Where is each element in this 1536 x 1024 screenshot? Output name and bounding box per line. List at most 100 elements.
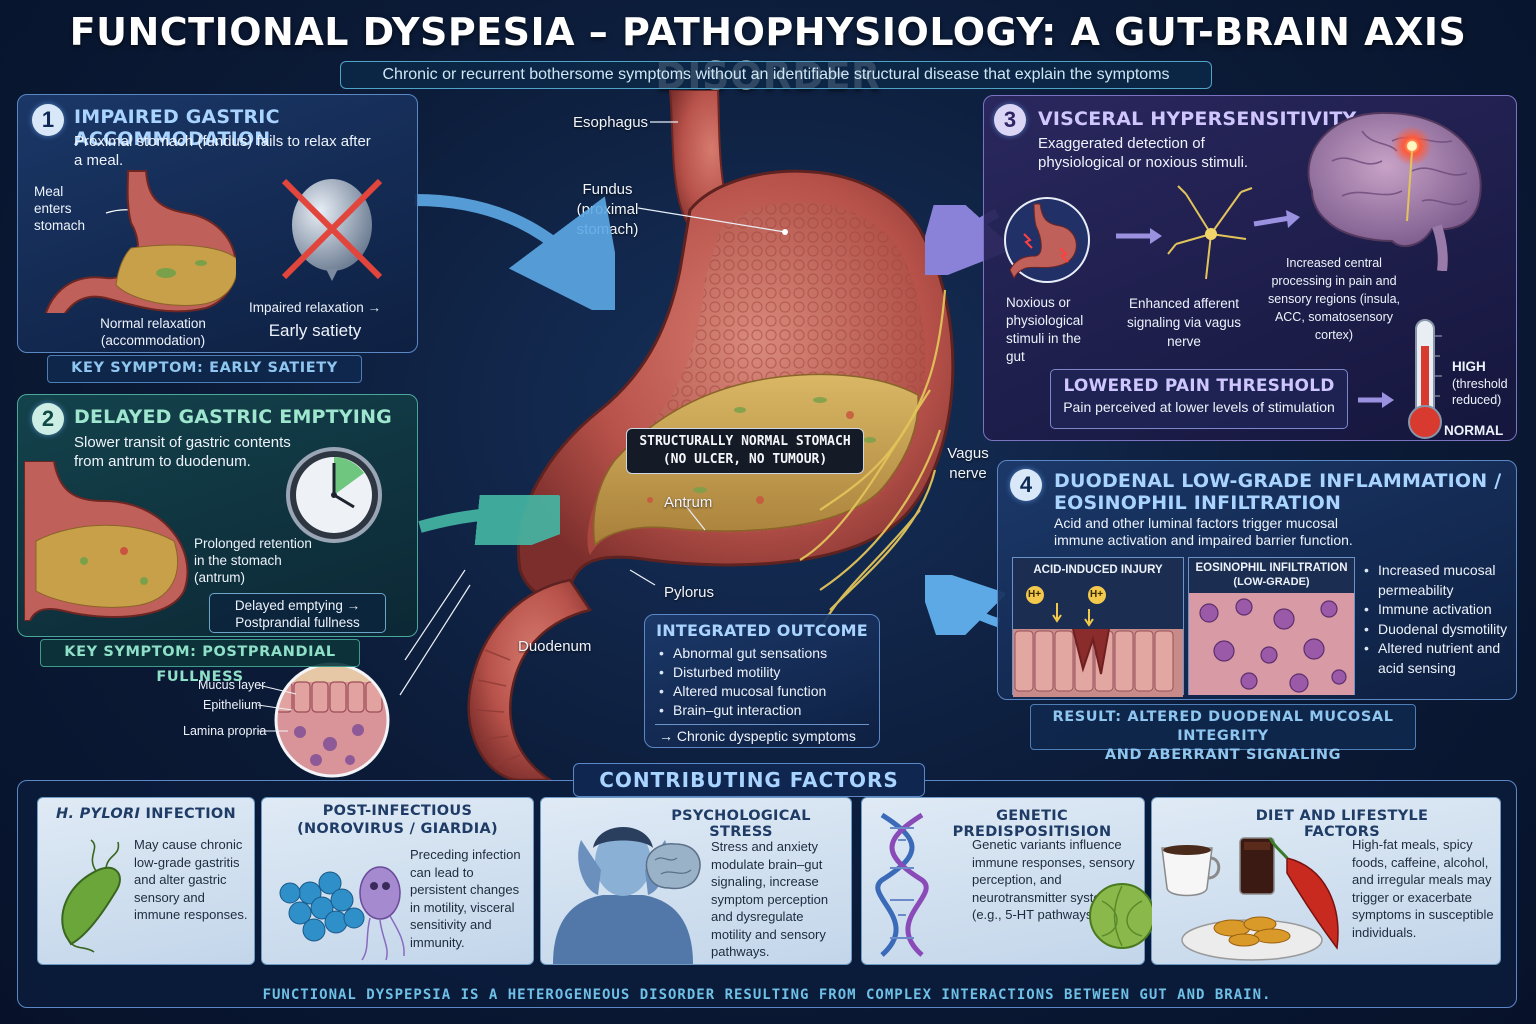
arrow-panel4-to-stomach xyxy=(925,575,1005,635)
factor-title: H. PYLORI INFECTION xyxy=(56,806,236,822)
vagus-nerve xyxy=(799,289,947,631)
h-ion-label: H+ xyxy=(1090,589,1104,600)
bacterium-icon xyxy=(61,839,121,953)
panel-description: Proximal stomach (fundus) fails to relax… xyxy=(74,133,371,169)
brain-icon xyxy=(645,843,701,890)
list-item: Increased mucosal permeability xyxy=(1364,561,1514,600)
contributing-factors-heading: CONTRIBUTING FACTORS xyxy=(573,763,925,797)
prolonged-retention-label: Prolonged retention in the stomach (antr… xyxy=(194,536,312,585)
vagus-nerve-label: Vagus nerve xyxy=(947,445,989,482)
panel-number: 2 xyxy=(32,403,64,435)
emptying-stomach-icon xyxy=(24,461,189,621)
delayed-emptying-box: Delayed emptying → Postprandial fullness xyxy=(209,593,386,633)
esophagus-label: Esophagus xyxy=(573,114,649,131)
eosinophil-title: EOSINOPHIL INFILTRATION xyxy=(1195,562,1348,574)
threshold-title: LOWERED PAIN THRESHOLD xyxy=(1063,376,1335,396)
panel-number: 1 xyxy=(32,104,64,136)
deflated-balloon-crossed-icon xyxy=(281,178,383,281)
factor-title: GENETIC PREDISPOSITISION xyxy=(952,808,1112,840)
factor-h-pylori: H. PYLORI INFECTION May cause chronic lo… xyxy=(37,797,255,965)
integrated-outcome-panel: INTEGRATED OUTCOME Abnormal gut sensatio… xyxy=(644,614,880,748)
arrow-stimuli-to-neuron xyxy=(1116,228,1162,244)
panel-delayed-emptying: 2 DELAYED GASTRIC EMPTYING Slower transi… xyxy=(17,394,418,637)
stimuli-label: Noxious or physiological stimuli in the … xyxy=(1006,295,1084,364)
duodenal-effects-list: Increased mucosal permeability Immune ac… xyxy=(1364,561,1514,678)
panel-title: DELAYED GASTRIC EMPTYING xyxy=(74,406,392,428)
panel-number: 3 xyxy=(994,104,1026,136)
panel-number: 4 xyxy=(1010,469,1042,501)
epithelium-label: Epithelium xyxy=(203,698,262,712)
factor-title: PSYCHOLOGICAL STRESS xyxy=(671,808,811,840)
factor-title-line1: POST-INFECTIOUS xyxy=(322,803,473,819)
factor-psychological-stress: PSYCHOLOGICAL STRESS Stress and anxiety … xyxy=(540,797,852,965)
acid-injury-illustration xyxy=(1013,586,1183,697)
list-item: Altered mucosal function xyxy=(659,682,879,701)
mucosa-label-lines xyxy=(258,684,297,732)
factor-post-infectious: POST-INFECTIOUS (NOROVIRUS / GIARDIA) Pr… xyxy=(261,797,534,965)
subtitle: Chronic or recurrent bothersome symptoms… xyxy=(340,61,1212,89)
key-symptom-early-satiety: KEY SYMPTOM: EARLY SATIETY xyxy=(47,355,362,383)
panel-title: VISCERAL HYPERSENSITIVITY xyxy=(1038,108,1357,130)
thermometer-icon xyxy=(1408,319,1442,439)
factor-text: May cause chronic low-grade gastritis an… xyxy=(134,837,248,922)
antrum-label: Antrum xyxy=(664,494,713,511)
eosinophil-tile: EOSINOPHIL INFILTRATION (LOW-GRADE) xyxy=(1188,557,1355,695)
factor-genetic: GENETIC PREDISPOSITISION Genetic variant… xyxy=(861,797,1145,965)
normal-stomach-icon xyxy=(44,170,236,313)
key-symptom-postprandial-fullness: KEY SYMPTOM: POSTPRANDIAL FULLNESS xyxy=(40,639,360,685)
structurally-normal-callout: STRUCTURALLY NORMAL STOMACH (NO ULCER, N… xyxy=(626,428,864,474)
magnifier-leader-lines xyxy=(399,569,471,696)
factor-title: DIET AND LIFESTYLE FACTORS xyxy=(1255,808,1429,840)
dna-icon xyxy=(875,812,929,957)
list-item: Altered nutrient and acid sensing xyxy=(1364,639,1514,678)
h-ion-label: H+ xyxy=(1028,589,1042,600)
eosinophil-illustration xyxy=(1189,593,1354,695)
list-item: Duodenal dysmotility xyxy=(1364,620,1514,640)
impaired-relaxation-label: Impaired relaxation → xyxy=(248,300,382,315)
arrow-neuron-to-brain xyxy=(1253,210,1300,228)
arrow-to-thermometer xyxy=(1358,392,1394,408)
arrow-panel2-to-stomach xyxy=(418,495,560,545)
duodenum-label: Duodenum xyxy=(518,638,592,655)
central-processing-label: Increased central processing in pain and… xyxy=(1267,256,1400,342)
normal-label: NORMAL xyxy=(1444,423,1504,438)
neuron-icon xyxy=(1167,185,1253,280)
clock-icon xyxy=(286,447,382,543)
duodenum-tube xyxy=(467,578,593,780)
high-sub-label: (threshold reduced) xyxy=(1452,377,1508,407)
factor-text: Stress and anxiety modulate brain–gut si… xyxy=(711,839,829,959)
integrated-outcome-list: Abnormal gut sensations Disturbed motili… xyxy=(659,644,879,720)
list-item: Disturbed motility xyxy=(659,663,879,682)
factor-diet-lifestyle: DIET AND LIFESTYLE FACTORS High-fat meal… xyxy=(1089,797,1501,965)
brain-icon xyxy=(1307,111,1482,271)
cabbage-icon xyxy=(1089,883,1152,949)
list-item: Immune activation xyxy=(1364,600,1514,620)
mucosa-magnifier xyxy=(274,662,390,778)
early-satiety-label: Early satiety xyxy=(268,321,362,340)
list-item: Abnormal gut sensations xyxy=(659,644,879,663)
factor-title-line2: (NOROVIRUS / GIARDIA) xyxy=(297,821,498,837)
lamina-propria-label: Lamina propria xyxy=(183,724,267,738)
factor-text: Genetic variants influence immune respon… xyxy=(972,837,1135,922)
normal-relaxation-label: Normal relaxation (accommodation) xyxy=(100,316,206,348)
threshold-text: Pain perceived at lower levels of stimul… xyxy=(1063,399,1335,415)
panel-description: Slower transit of gastric contents from … xyxy=(74,434,291,470)
panel-title-line2: EOSINOPHIL INFILTRATION xyxy=(1054,492,1342,514)
stressed-person-icon xyxy=(553,827,693,964)
panel-title-line1: DUODENAL LOW-GRADE INFLAMMATION / xyxy=(1054,470,1502,492)
integrated-outcome-result: → Chronic dyspeptic symptoms xyxy=(659,728,856,744)
panel-description: Acid and other luminal factors trigger m… xyxy=(1054,515,1353,548)
stomach-icon xyxy=(1004,197,1090,283)
eosinophil-sub: (LOW-GRADE) xyxy=(1233,576,1310,588)
factor-text: High-fat meals, spicy foods, caffeine, a… xyxy=(1352,837,1494,940)
footer-statement: FUNCTIONAL DYSPEPSIA IS A HETEROGENEOUS … xyxy=(262,987,1272,1003)
duodenal-result-bar: RESULT: ALTERED DUODENAL MUCOSAL INTEGRI… xyxy=(1030,704,1416,763)
acid-injury-tile: ACID-INDUCED INJURY H+ H+ xyxy=(1012,557,1184,697)
meal-enters-label: Meal enters stomach xyxy=(34,184,86,233)
acid-injury-title: ACID-INDUCED INJURY xyxy=(1033,564,1163,576)
afferent-label: Enhanced afferent signaling via vagus ne… xyxy=(1126,296,1242,349)
panel-duodenal-inflammation: 4 DUODENAL LOW-GRADE INFLAMMATION / EOSI… xyxy=(997,460,1517,700)
panel-title: IMPAIRED GASTRIC ACCOMMODATION xyxy=(74,106,280,150)
list-item: Brain–gut interaction xyxy=(659,701,879,720)
pylorus-label: Pylorus xyxy=(664,584,715,601)
